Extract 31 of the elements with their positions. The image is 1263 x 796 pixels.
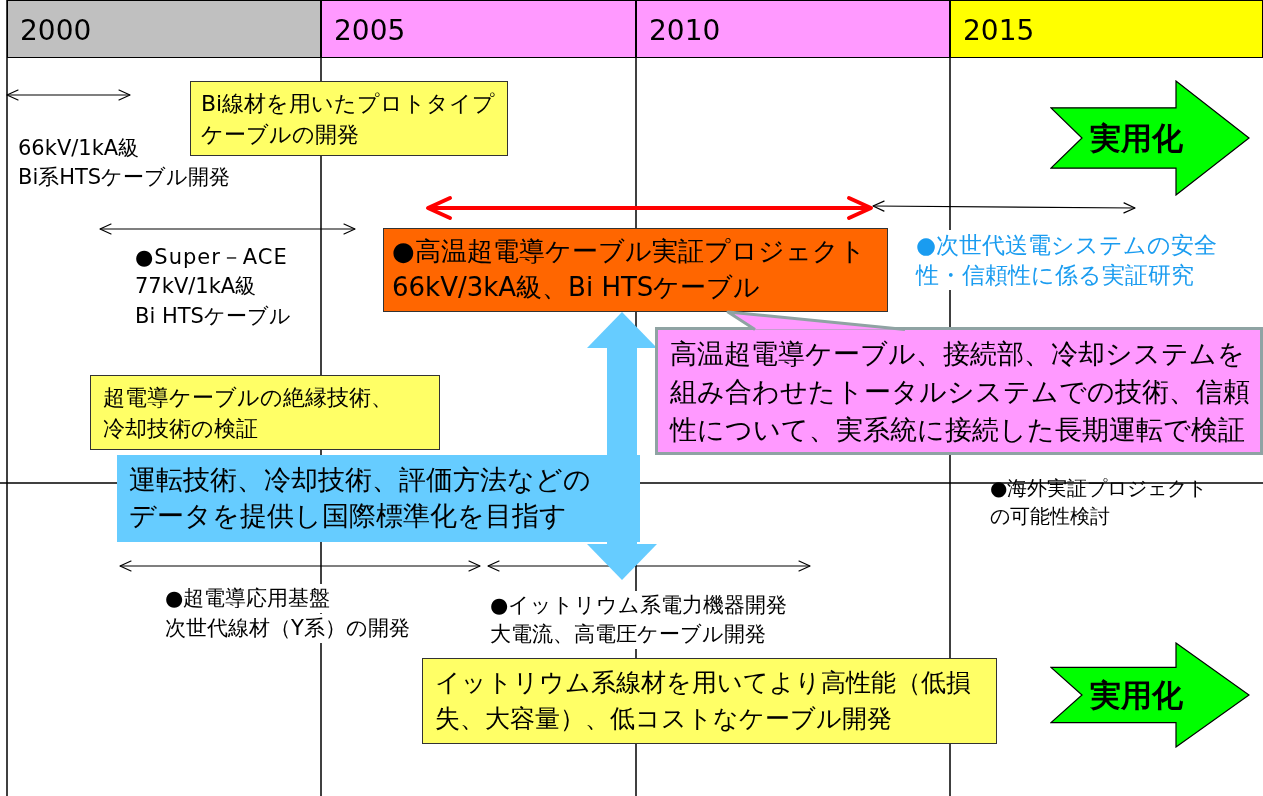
note-box — [90, 375, 440, 450]
goal-box — [117, 455, 640, 542]
year-cell: 2005 — [321, 0, 636, 58]
project-text: 次世代線材（Y系）の開発 — [165, 614, 410, 643]
project-text: 大電流、高電圧ケーブル開発 — [490, 620, 766, 649]
year-cell: 2000 — [7, 0, 321, 58]
note-box — [190, 81, 508, 156]
goal-text: 運転技術、冷却技術、評価方法などのデータを提供し国際標準化を目指す — [129, 463, 592, 533]
spec-text: 77kV/1kA級 — [135, 273, 257, 300]
spec-text: Bi HTSケーブル — [135, 303, 291, 330]
note-text: イットリウム系線材を用いてより高性能（低損失、大容量）、低コストなケーブル開発 — [435, 667, 972, 735]
arrow-label: 実用化 — [1090, 676, 1183, 715]
year-cell: 2015 — [950, 0, 1263, 58]
project-title: ●超電導応用基盤 — [165, 584, 331, 613]
spec-text: 66kV/3kA級、Bi HTSケーブル — [392, 271, 762, 304]
year-cell: 2010 — [636, 0, 950, 58]
double-arrow — [587, 312, 657, 580]
project-box — [383, 228, 888, 312]
project-title: ●Super－ACE — [135, 244, 288, 271]
chevron-arrow — [1050, 642, 1250, 748]
project-text: ●高温超電導ケーブル実証プロジェクト — [392, 235, 867, 268]
chevron-arrow — [1050, 80, 1250, 196]
note-text: Bi線材を用いたプロトタイプケーブルの開発 — [201, 90, 497, 149]
note-box — [422, 658, 997, 744]
spec-text: 66kV/1kA級 — [18, 135, 140, 162]
callout-text: 高温超電導ケーブル、接続部、冷却システムを組み合わせたトータルシステムでの技術、信頼性について、実系統に接続した長期運転で検証 — [670, 337, 1251, 447]
project-text: ●海外実証プロジェクトの可能性検討 — [990, 475, 1209, 530]
project-title: ●イットリウム系電力機器開発 — [490, 591, 788, 620]
note-text: 超電導ケーブルの絶縁技術、冷却技術の検証 — [103, 384, 394, 443]
project-text: Bi系HTSケーブル開発 — [18, 164, 231, 191]
arrow-label: 実用化 — [1090, 119, 1183, 158]
